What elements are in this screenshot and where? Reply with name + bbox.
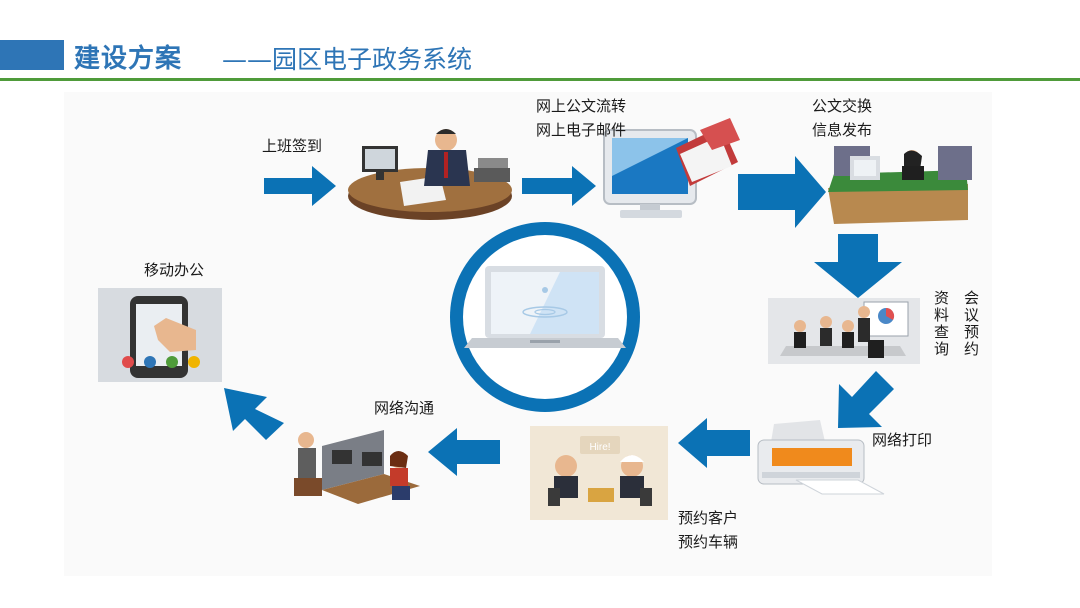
arrow-meeting-to-printer — [838, 371, 894, 428]
label-info-publish: 信息发布 — [812, 121, 873, 139]
arrow-network-to-mobile — [224, 388, 284, 440]
arrow-computer-to-exchange — [738, 156, 826, 228]
arrow-printer-to-hire — [678, 418, 750, 468]
center-laptop-icon — [450, 222, 640, 412]
label-email: 网上电子邮件 — [536, 121, 627, 139]
page-title: 建设方案 — [74, 44, 183, 74]
label-client-booking: 预约客户 — [678, 509, 739, 527]
office-exchange-illustration — [828, 146, 972, 224]
arrow-desk-to-computer — [522, 166, 596, 206]
label-mobile-office: 移动办公 — [144, 261, 205, 279]
label-checkin: 上班签到 — [262, 137, 323, 155]
label-network-comm: 网络沟通 — [374, 399, 435, 417]
page-subtitle: ——园区电子政务系统 — [222, 45, 473, 74]
label-doc-flow: 网上公文流转 — [536, 97, 627, 115]
computer-folder-illustration — [603, 118, 740, 218]
header-accent-bar — [0, 40, 64, 70]
mobile-office-illustration — [98, 288, 222, 382]
checkin-desk-illustration — [348, 129, 512, 220]
label-meeting-booking: 会议预约 — [962, 290, 980, 358]
label-doc-exchange: 公文交换 — [812, 97, 873, 115]
hire-scene-illustration — [530, 426, 668, 520]
printer-illustration — [757, 420, 885, 495]
label-data-query: 资料查询 — [932, 290, 950, 358]
arrow-exchange-to-meeting — [814, 234, 902, 298]
label-network-print: 网络打印 — [872, 431, 933, 449]
network-cubicle-illustration — [294, 430, 420, 504]
meeting-room-illustration — [768, 298, 920, 364]
hire-sign-text: Hire! — [589, 442, 610, 453]
label-vehicle-booking: 预约车辆 — [678, 533, 739, 551]
arrow-hire-to-network — [428, 428, 500, 476]
arrow-checkin-in — [264, 166, 336, 206]
header-divider — [0, 78, 1080, 81]
